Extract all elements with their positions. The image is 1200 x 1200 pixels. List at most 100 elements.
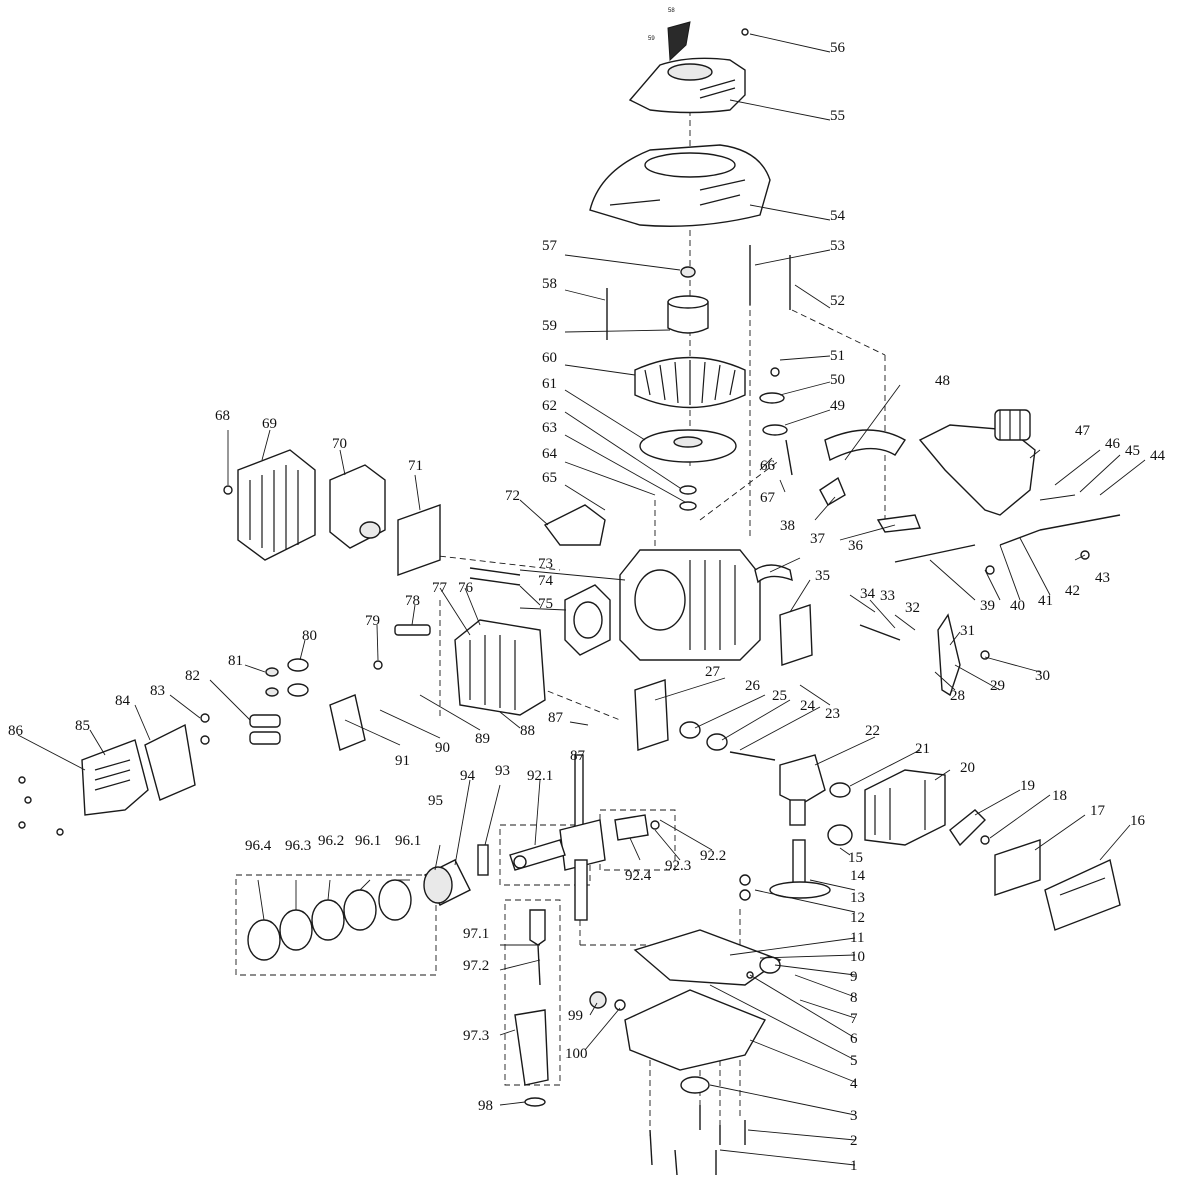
callout-94: 94: [460, 768, 476, 784]
rocker-cover: [18, 723, 196, 836]
callout-16: 16: [1130, 813, 1146, 829]
callout-27: 27: [705, 664, 721, 680]
callout-71: 71: [408, 458, 423, 474]
callout-41: 41: [1038, 593, 1053, 609]
callout-40: 40: [1010, 598, 1025, 614]
callout-5: 5: [850, 1053, 858, 1069]
callout-47: 47: [1075, 423, 1091, 439]
callout-65: 65: [542, 470, 557, 486]
callout-48: 48: [935, 373, 950, 389]
washers: [679, 485, 697, 511]
callout-28: 28: [950, 688, 965, 704]
callout-78: 78: [405, 593, 420, 609]
callout-44: 44: [1150, 448, 1166, 464]
leader-lines: [17, 33, 1146, 1166]
engine-shroud: [589, 144, 771, 227]
callout-95: 95: [428, 793, 443, 809]
callout-59: 59: [542, 318, 557, 334]
callout-63: 63: [542, 420, 557, 436]
heat-shield: [543, 504, 606, 546]
fuel-tank: [918, 409, 1036, 516]
callout-81: 81: [228, 653, 243, 669]
callout-17: 17: [1090, 803, 1106, 819]
governor-gear: [739, 874, 781, 979]
callout-88: 88: [520, 723, 535, 739]
callout-52: 52: [830, 293, 845, 309]
callout-32: 32: [905, 600, 920, 616]
intake-gaskets: [634, 679, 776, 761]
guide-plate: [329, 694, 366, 751]
callout-12: 12: [850, 910, 865, 926]
callout-15: 15: [848, 850, 863, 866]
callout-18: 18: [1052, 788, 1067, 804]
air-filter-base: [829, 769, 946, 846]
callout-34: 34: [860, 586, 876, 602]
callout-8: 8: [850, 990, 858, 1006]
flywheel-fan: [634, 356, 746, 409]
callout-70: 70: [332, 436, 347, 452]
governor-bracket: [824, 429, 906, 462]
callout-49: 49: [830, 398, 845, 414]
brake-lever: [859, 613, 990, 697]
piston: [423, 859, 471, 906]
callout-97-1: 97.1: [463, 926, 489, 942]
callout-66: 66: [760, 458, 776, 474]
callout-50: 50: [830, 372, 845, 388]
callout-51: 51: [830, 348, 845, 364]
linkages: [894, 514, 1121, 575]
callout-3: 3: [850, 1108, 858, 1124]
callout-61: 61: [542, 376, 557, 392]
tiny-label-handle: 59: [648, 36, 655, 42]
muffler-bolts: [469, 567, 521, 586]
carburetor: [779, 754, 826, 826]
callout-77: 77: [432, 580, 448, 596]
callout-25: 25: [772, 688, 787, 704]
engine-block: [619, 549, 761, 661]
air-filter-element: [994, 839, 1121, 931]
callout-29: 29: [990, 678, 1005, 694]
callout-85: 85: [75, 718, 90, 734]
callout-20: 20: [960, 760, 975, 776]
camshaft: [769, 824, 853, 899]
callout-64: 64: [542, 446, 558, 462]
callout-84: 84: [115, 693, 131, 709]
callout-23: 23: [825, 706, 840, 722]
callout-96-2: 96.2: [318, 833, 344, 849]
callout-43: 43: [1095, 570, 1110, 586]
sump-cover: [624, 929, 782, 1094]
callout-96-3: 96.3: [285, 838, 311, 854]
callout-11: 11: [850, 930, 864, 946]
callout-37: 37: [810, 531, 826, 547]
rod-cap: [614, 814, 660, 841]
dipstick: [514, 909, 549, 1086]
flywheel: [639, 429, 737, 463]
callout-4: 4: [850, 1076, 858, 1092]
callout-31: 31: [960, 623, 975, 639]
callout-19: 19: [1020, 778, 1035, 794]
piston-pin: [477, 844, 489, 876]
callout-33: 33: [880, 588, 895, 604]
callout-38: 38: [780, 518, 795, 534]
callout-82: 82: [185, 668, 200, 684]
callout-86: 86: [8, 723, 24, 739]
callout-53: 53: [830, 238, 845, 254]
callout-14: 14: [850, 868, 866, 884]
seals: [524, 991, 626, 1107]
callout-79: 79: [365, 613, 380, 629]
callout-46: 46: [1105, 436, 1121, 452]
piston-rings: [247, 879, 412, 961]
cylinder-head: [454, 619, 546, 716]
callout-75: 75: [538, 596, 553, 612]
callout-87-left: 87: [548, 710, 564, 726]
callout-83: 83: [150, 683, 165, 699]
crankshaft: [559, 754, 606, 921]
callout-58: 58: [542, 276, 557, 292]
callout-98: 98: [478, 1098, 493, 1114]
callout-30: 30: [1035, 668, 1050, 684]
valve-springs: [265, 658, 309, 697]
callout-100: 100: [565, 1046, 588, 1062]
callout-96-1b: 96.1: [355, 833, 381, 849]
callout-69: 69: [262, 416, 277, 432]
callout-1: 1: [850, 1158, 858, 1174]
studs: [749, 245, 791, 310]
